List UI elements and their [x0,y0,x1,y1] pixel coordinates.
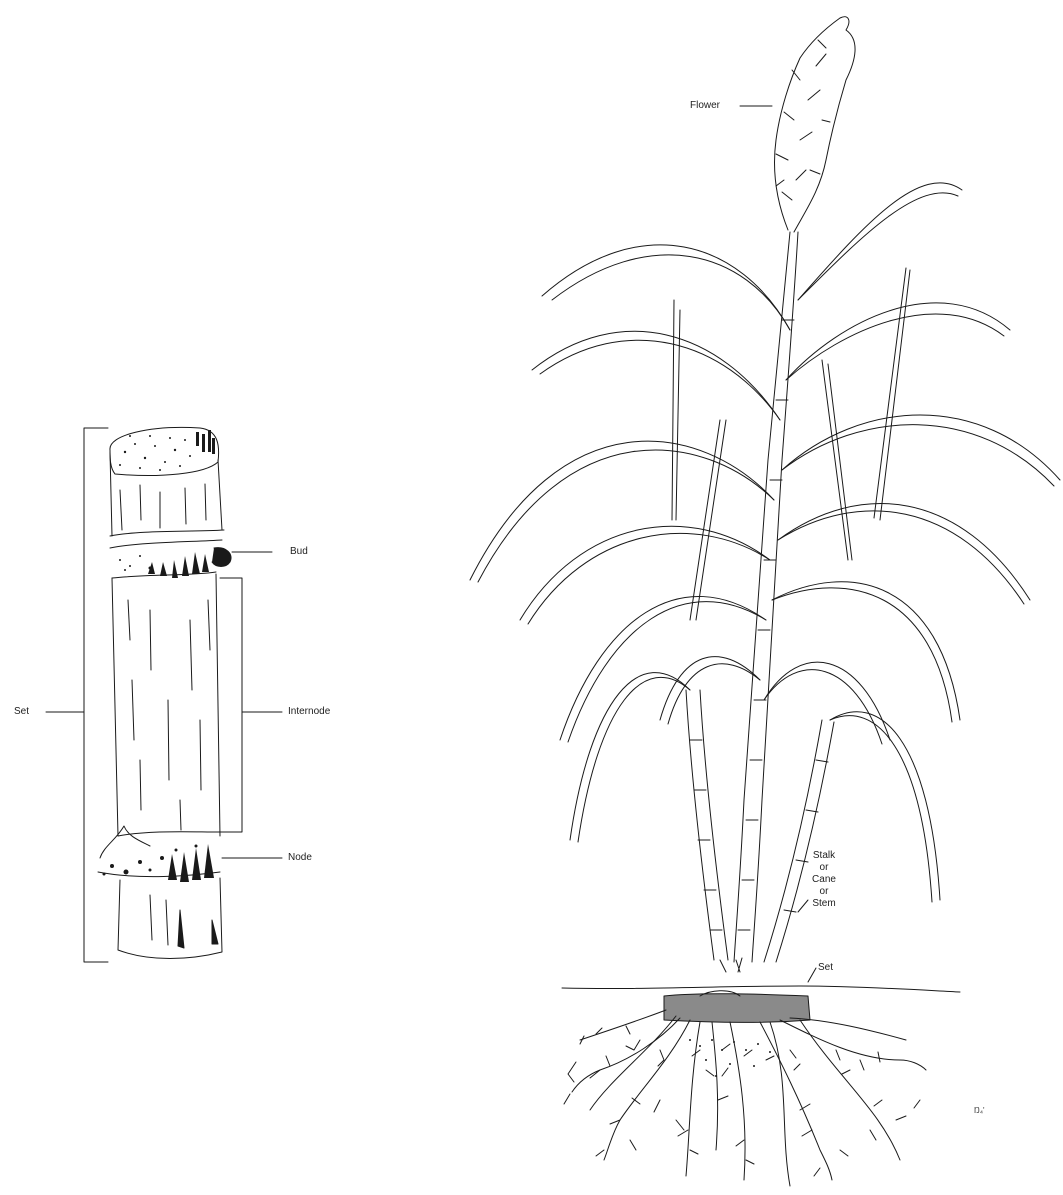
main-stalk [734,232,798,962]
stalk-word-3: Cane [806,874,842,886]
set-leader-right [808,968,816,982]
label-bud: Bud [290,546,308,558]
label-flower: Flower [690,100,720,112]
label-set-left: Set [14,706,29,718]
label-set-right: Set [818,962,833,974]
set-bracket [84,428,108,962]
bottom-dark-streaks [178,910,218,948]
leaves [470,183,1060,902]
cutting-pith-dots [119,430,215,471]
flower-plume [775,17,856,232]
stalk-word-4: or [806,886,842,898]
roots [564,1010,926,1186]
stalk-word-2: or [806,862,842,874]
sugarcane-plant-illustration [470,17,1060,1186]
root-mass-dots [689,1039,771,1077]
right-stalk [764,720,834,962]
stalk-word-1: Stalk [806,850,842,862]
artist-signature: Ŋ₄' [974,1106,985,1115]
ground-line [562,986,960,992]
internode-bracket [220,578,242,832]
label-stalk-cane-stem: Stalk or Cane or Stem [806,850,842,910]
stalk-word-5: Stem [806,898,842,910]
cane-cutting-illustration [98,427,231,958]
label-internode: Internode [288,706,330,718]
left-stalk [686,690,728,960]
bud-shape [212,548,231,567]
cutting-callouts [46,428,282,962]
label-node: Node [288,852,312,864]
planted-set [664,994,810,1023]
lower-node-band [98,826,220,877]
